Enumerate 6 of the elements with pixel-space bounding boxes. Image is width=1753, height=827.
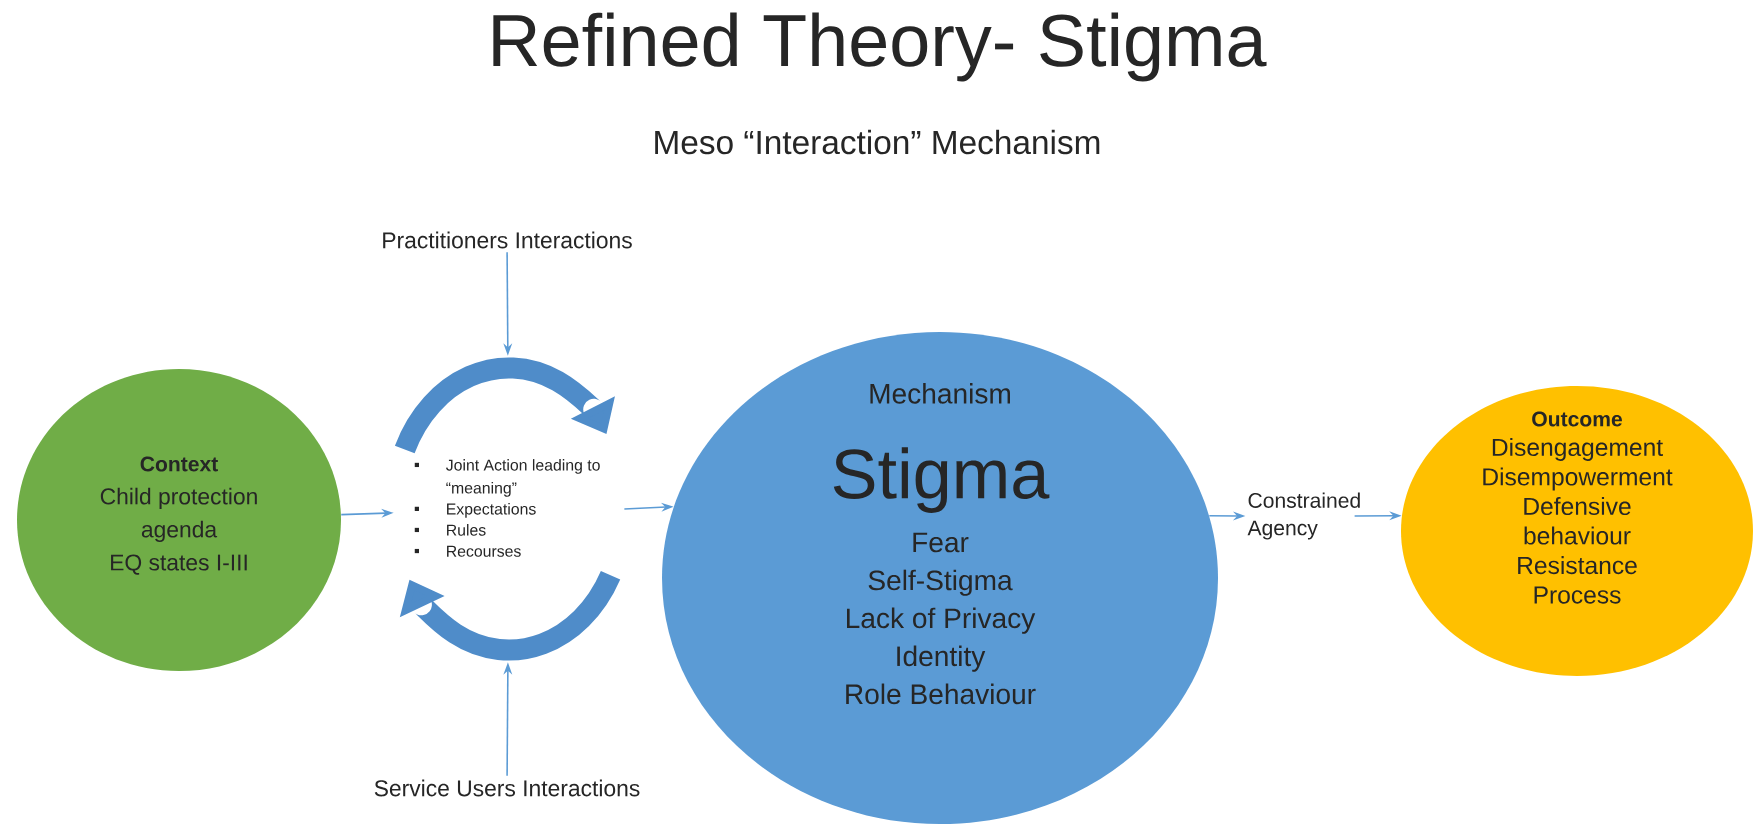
text-label: Service Users Interactions <box>374 779 640 797</box>
bullet-list: Joint Action leading to “meaning” Expectations Rules Recourses <box>414 459 600 557</box>
text-label: Practitioners Interactions <box>383 231 632 249</box>
subtitle: Meso “Interaction” Mechanism <box>655 129 1100 155</box>
text-label: Constrained Agency <box>1247 492 1360 540</box>
title: Refined Theory- Stigma <box>493 12 1267 82</box>
